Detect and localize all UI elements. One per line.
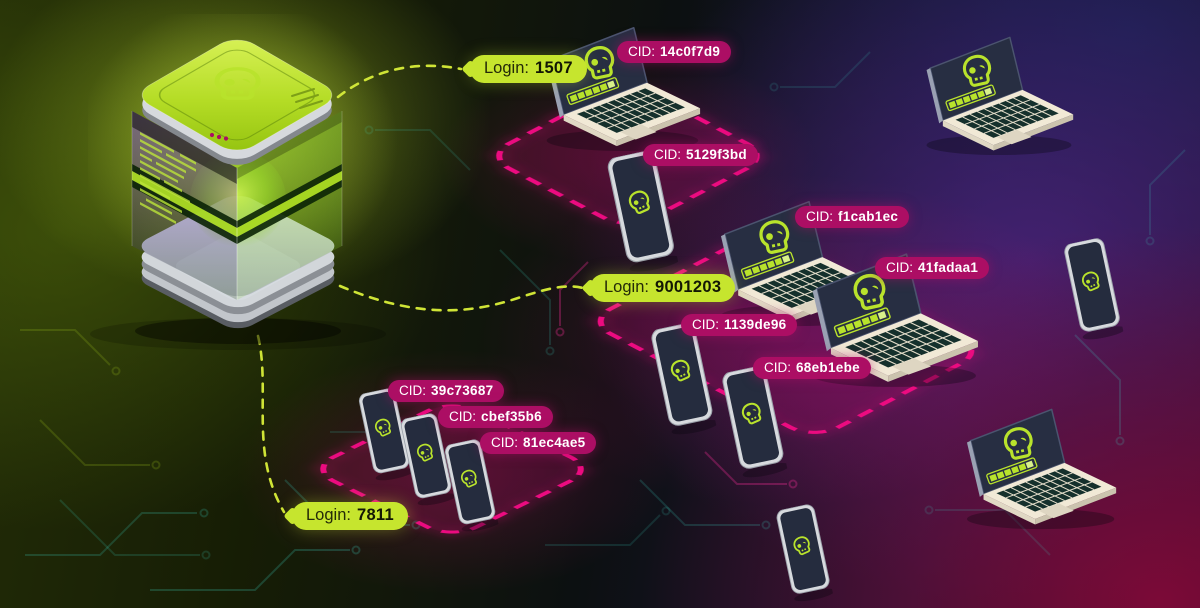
cid-pill-41fadaa1: CID: 41fadaa1 — [875, 257, 990, 279]
cid-label: CID: — [764, 359, 791, 375]
login-pill-7811: Login: 7811 — [292, 502, 408, 530]
cid-pill-f1cab1ec: CID: f1cab1ec — [795, 206, 910, 228]
server-vents — [291, 88, 323, 109]
cid-value: 68eb1ebe — [796, 359, 860, 375]
cid-value: 5129f3bd — [686, 146, 747, 162]
cid-pill-68eb1ebe: CID: 68eb1ebe — [753, 357, 871, 379]
login-label: Login: — [604, 278, 649, 296]
cid-label: CID: — [692, 316, 719, 332]
laptop-top-right — [903, 30, 1075, 157]
login-pill-9001203: Login: 9001203 — [590, 274, 736, 302]
laptop-14c0f7d9 — [522, 20, 702, 153]
cid-value: 14c0f7d9 — [660, 43, 721, 59]
cid-pill-39c73687: CID: 39c73687 — [388, 380, 505, 402]
cid-label: CID: — [628, 43, 655, 59]
cid-value: 41fadaa1 — [918, 259, 979, 275]
cid-label: CID: — [886, 259, 913, 275]
laptop-bottom-right — [943, 402, 1118, 531]
connection-line-1507 — [336, 64, 463, 99]
cid-label: CID: — [654, 146, 681, 162]
login-value: 9001203 — [654, 278, 722, 296]
cid-value: cbef35b6 — [481, 408, 542, 424]
cid-value: 81ec4ae5 — [523, 434, 586, 450]
cid-label: CID: — [806, 208, 833, 224]
server-code-lines — [140, 132, 196, 224]
connection-line-7811 — [256, 334, 286, 514]
cid-value: f1cab1ec — [838, 208, 899, 224]
cid-value: 1139de96 — [724, 316, 787, 332]
cid-label: CID: — [449, 408, 476, 424]
login-pill-1507: Login: 1507 — [470, 55, 587, 83]
server-status-dots — [209, 132, 229, 141]
server-lid — [141, 39, 333, 165]
cid-pill-5129f3bd: CID: 5129f3bd — [643, 144, 758, 166]
login-label: Login: — [484, 59, 529, 77]
login-label: Login: — [306, 506, 351, 524]
cid-pill-1139de96: CID: 1139de96 — [681, 314, 798, 336]
login-value: 1507 — [534, 59, 573, 77]
connection-line-9001203 — [338, 284, 585, 312]
cid-label: CID: — [399, 382, 426, 398]
cid-label: CID: — [491, 434, 518, 450]
cid-pill-14c0f7d9: CID: 14c0f7d9 — [617, 41, 732, 63]
cid-pill-81ec4ae5: CID: 81ec4ae5 — [480, 432, 597, 454]
cid-pill-cbef35b6: CID: cbef35b6 — [438, 406, 553, 428]
cid-value: 39c73687 — [431, 382, 494, 398]
login-value: 7811 — [356, 506, 394, 524]
c2-server — [88, 14, 398, 350]
